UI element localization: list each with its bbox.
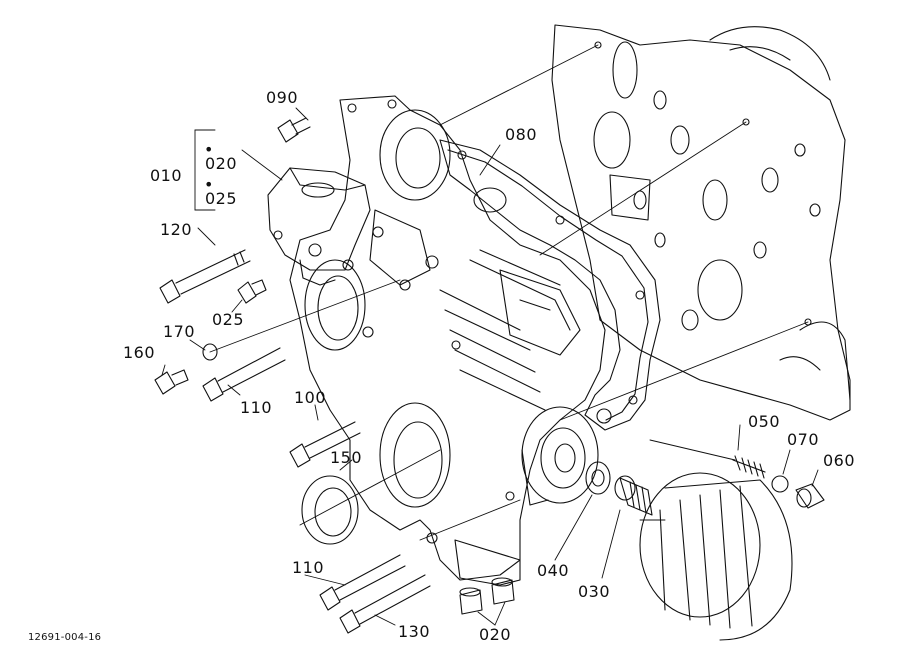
label-025-top: 025 [205,189,238,208]
engine-block [551,24,851,421]
label-110-bottom: 110 [292,558,325,577]
label-160: 160 [123,343,156,362]
label-010: 010 [150,166,183,185]
oil-filter [639,472,793,641]
oil-seal [301,475,359,545]
dot-025: • [204,175,214,194]
label-025-mid: 025 [212,310,245,329]
leader-lines [161,44,819,626]
bolt-120 [159,249,251,304]
label-030: 030 [578,582,611,601]
label-080: 080 [505,125,538,144]
label-100: 100 [294,388,327,407]
gasket [439,139,661,431]
bolt-025 [237,279,267,304]
label-110-top: 110 [240,398,273,417]
washer-170 [202,343,218,361]
bolt-110-top [202,347,286,402]
label-040: 040 [537,561,570,580]
relief-spring [732,455,766,479]
bolt-130 [339,574,431,634]
bolt-090 [277,117,311,143]
oil-flange [521,406,599,506]
label-060: 060 [823,451,856,470]
figure-code: 12691-004-16 [28,632,102,643]
label-070: 070 [787,430,820,449]
label-090: 090 [266,88,299,107]
relief-ball [771,475,789,493]
label-050: 050 [748,412,781,431]
plug-020 [459,577,515,615]
relief-plug [795,483,825,509]
label-170: 170 [163,322,196,341]
label-150: 150 [330,448,363,467]
label-020-bottom: 020 [479,625,512,644]
thermostat-housing [267,167,371,286]
label-120: 120 [160,220,193,239]
dot-020: • [204,140,214,159]
washer-040 [585,461,611,495]
label-130: 130 [398,622,431,641]
bolt-100 [289,421,361,468]
bolt-110-bottom [319,554,406,611]
gear-case [289,95,606,586]
oil-filter-nipple [614,475,653,516]
label-020-top: 020 [205,154,238,173]
bolt-160 [154,369,189,395]
